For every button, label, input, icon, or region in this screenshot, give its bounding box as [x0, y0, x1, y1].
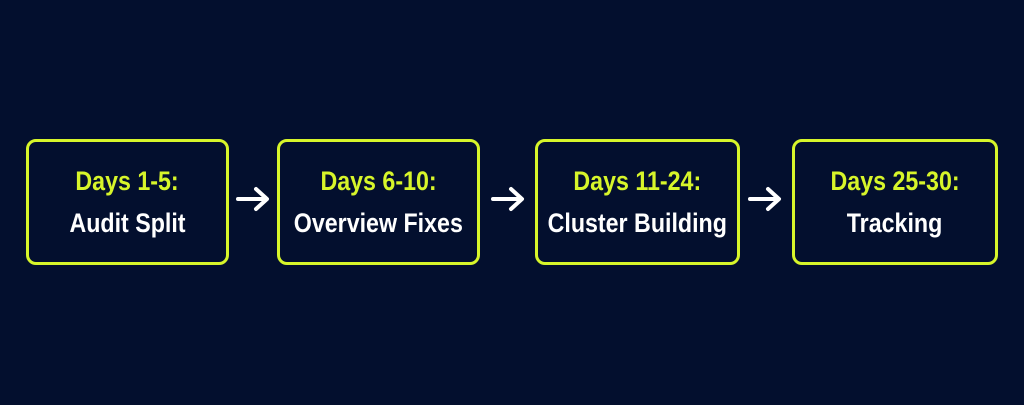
step-label: Cluster Building — [547, 208, 728, 238]
right-arrow-icon — [491, 184, 527, 214]
step-box-days-1-5: Days 1-5: Audit Split — [26, 139, 229, 265]
step-label: Overview Fixes — [293, 208, 464, 238]
step-title: Days 1-5: — [75, 166, 180, 196]
step-label: Audit Split — [69, 208, 186, 238]
step-box-days-25-30: Days 25-30: Tracking — [792, 139, 998, 265]
right-arrow-icon — [236, 184, 272, 214]
right-arrow-icon — [748, 184, 784, 214]
step-box-days-6-10: Days 6-10: Overview Fixes — [277, 139, 480, 265]
step-title: Days 25-30: — [830, 166, 960, 196]
step-label: Tracking — [847, 208, 943, 238]
step-title: Days 11-24: — [573, 166, 702, 196]
step-box-days-11-24: Days 11-24: Cluster Building — [535, 139, 740, 265]
step-title: Days 6-10: — [320, 166, 437, 196]
